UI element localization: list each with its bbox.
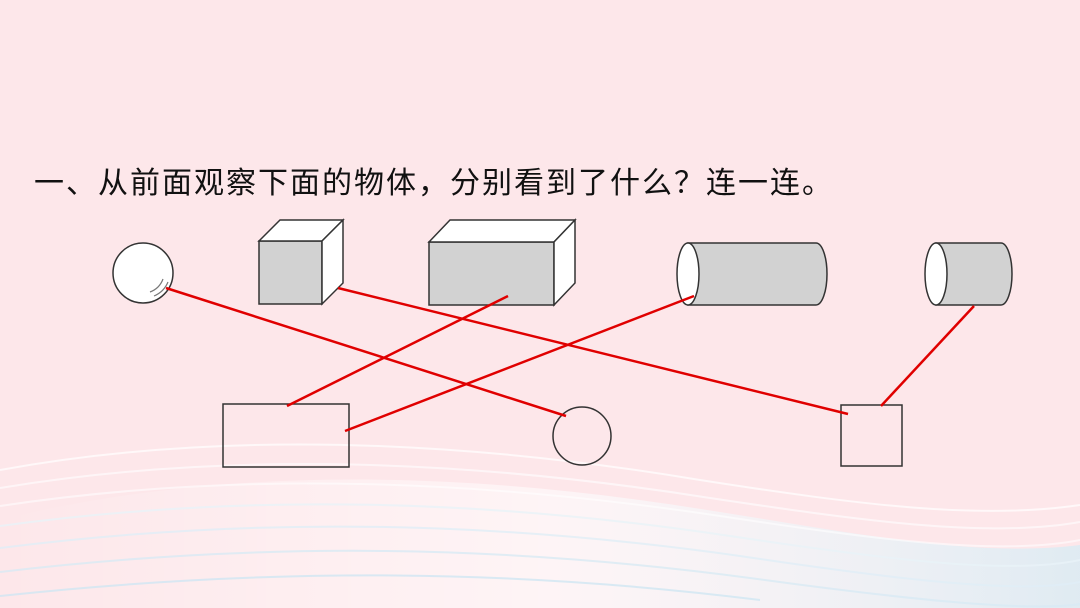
link-long-cylinder-rectangle xyxy=(344,294,695,433)
connection-lines xyxy=(165,286,975,433)
cuboid-icon xyxy=(427,218,577,307)
link-cuboid-rectangle xyxy=(286,294,509,408)
cylinder-icon xyxy=(676,242,828,306)
cube-icon xyxy=(257,218,345,306)
link-short-cylinder-square xyxy=(880,305,975,407)
square-icon xyxy=(840,404,903,467)
cylinder-icon xyxy=(924,242,1013,306)
link-cube-square xyxy=(337,286,849,416)
question-text: 一、从前面观察下面的物体，分别看到了什么？连一连。 xyxy=(34,166,834,201)
circle-icon xyxy=(552,406,612,466)
sphere-icon xyxy=(112,242,174,304)
link-sphere-circle xyxy=(165,286,567,418)
rectangle-icon xyxy=(222,403,350,468)
